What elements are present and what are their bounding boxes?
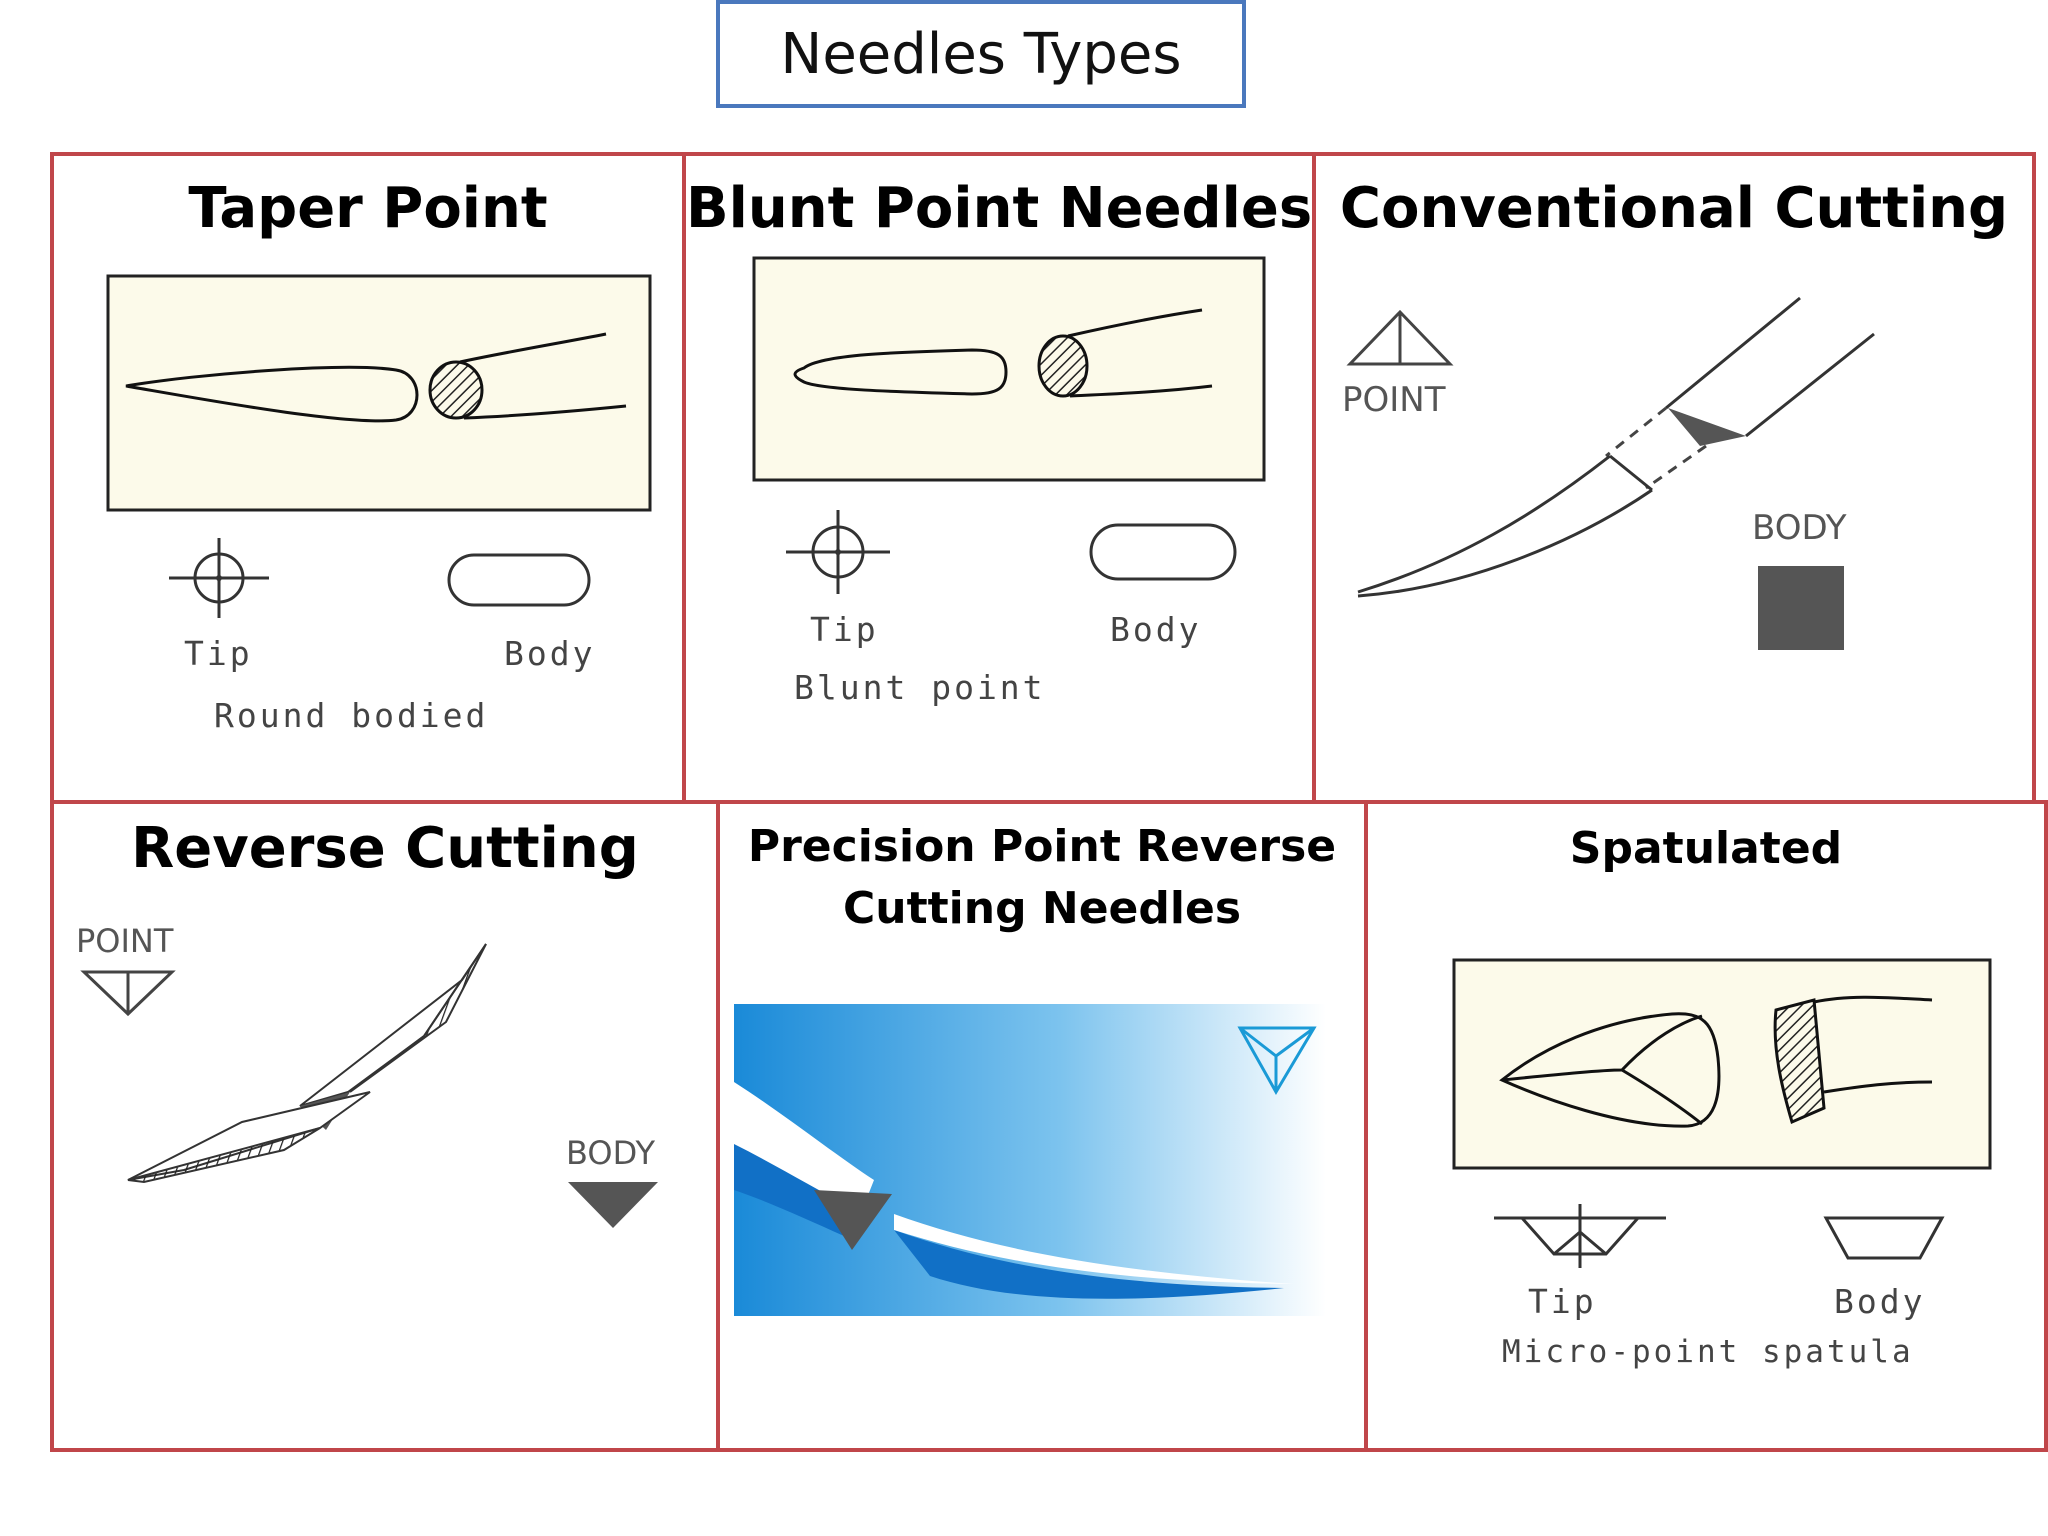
precision-needle-figure	[734, 1004, 1326, 1316]
panel-title-taper: Taper Point	[188, 176, 548, 241]
taper-body-label: Body	[504, 634, 596, 673]
reverse-point-label: POINT	[76, 922, 174, 960]
panel-reverse-cutting: Reverse Cutting POINT BODY	[50, 800, 720, 1452]
blunt-caption: Blunt point	[794, 668, 1046, 707]
conventional-needle-figure	[1357, 296, 1875, 598]
triangle-point-icon	[1237, 1026, 1317, 1095]
conventional-body-label: BODY	[1752, 508, 1847, 548]
taper-tip-label: Tip	[184, 634, 253, 673]
trapezoid-body-icon	[1823, 1216, 1945, 1260]
panel-title-precision: Precision Point Reverse Cutting Needles	[720, 816, 1364, 940]
rounded-body-icon	[447, 553, 591, 607]
reverse-body-label: BODY	[566, 1134, 656, 1172]
spatulated-tip-label: Tip	[1528, 1282, 1597, 1321]
precision-title-line1: Precision Point Reverse	[747, 821, 1337, 872]
panel-precision-point: Precision Point Reverse Cutting Needles	[716, 800, 1368, 1452]
rounded-body-icon	[1089, 523, 1237, 581]
panel-title-reverse: Reverse Cutting	[131, 816, 639, 881]
triangle-point-icon	[1346, 309, 1454, 366]
reverse-needle-figure	[127, 943, 487, 1184]
blunt-body-label: Body	[1110, 610, 1202, 649]
inverted-triangle-icon	[80, 970, 176, 1017]
crosshair-icon	[1494, 1204, 1666, 1268]
spatulated-caption: Micro-point spatula	[1502, 1334, 1914, 1370]
square-body-icon	[1758, 566, 1844, 650]
panel-taper-point: Taper Point Tip Body Round bodied	[50, 152, 686, 804]
spatulated-body-label: Body	[1834, 1282, 1926, 1321]
panel-spatulated: Spatulated Tip Body Micro-point spatula	[1364, 800, 2048, 1452]
panel-blunt-point: Blunt Point Needles Tip Body Blunt point	[682, 152, 1316, 804]
page-title: Needles Types	[716, 0, 1246, 108]
spatulated-needle-figure	[1452, 958, 1992, 1170]
blunt-tip-label: Tip	[810, 610, 879, 649]
inverted-triangle-icon	[568, 1182, 658, 1228]
taper-caption: Round bodied	[214, 696, 489, 735]
panel-title-spatulated: Spatulated	[1569, 823, 1843, 874]
panel-title-conventional: Conventional Cutting	[1339, 176, 2009, 241]
taper-needle-figure	[106, 274, 652, 512]
panel-conventional-cutting: Conventional Cutting POINT BODY	[1312, 152, 2036, 804]
crosshair-icon	[169, 538, 269, 618]
blunt-needle-figure	[752, 256, 1266, 482]
conventional-point-label: POINT	[1342, 380, 1446, 420]
crosshair-icon	[786, 510, 890, 594]
precision-title-line2: Cutting Needles	[842, 883, 1242, 934]
panel-title-blunt: Blunt Point Needles	[686, 176, 1313, 241]
